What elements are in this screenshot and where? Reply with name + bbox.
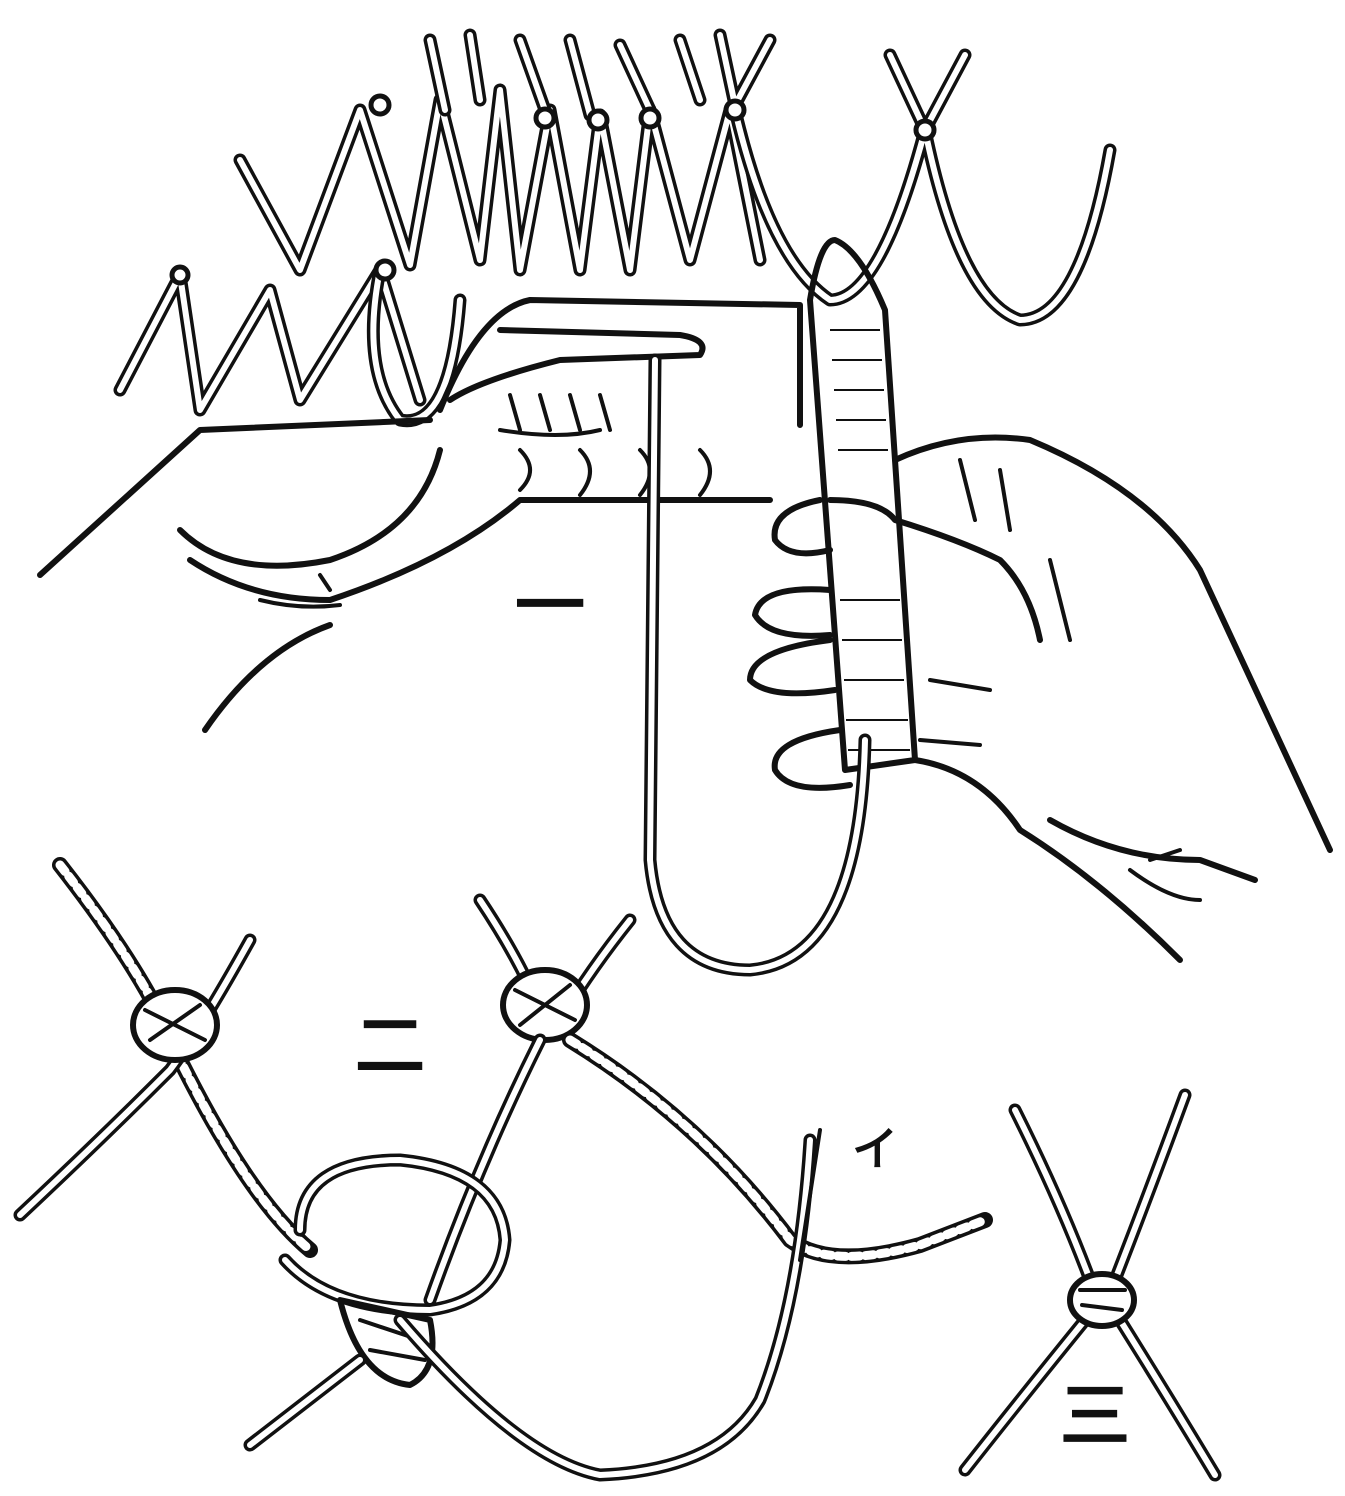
panel-two-knot-tying bbox=[20, 865, 985, 1475]
panel-one-hands-netting bbox=[40, 35, 1330, 970]
net-meshes-top bbox=[120, 35, 1110, 421]
left-hand bbox=[40, 300, 800, 730]
panel-label-one: 一 bbox=[515, 564, 585, 647]
panel-label-i: イ bbox=[852, 1122, 898, 1176]
panel-label-two: 二 bbox=[355, 1004, 425, 1087]
panel-label-three: 三 bbox=[1060, 1374, 1130, 1457]
